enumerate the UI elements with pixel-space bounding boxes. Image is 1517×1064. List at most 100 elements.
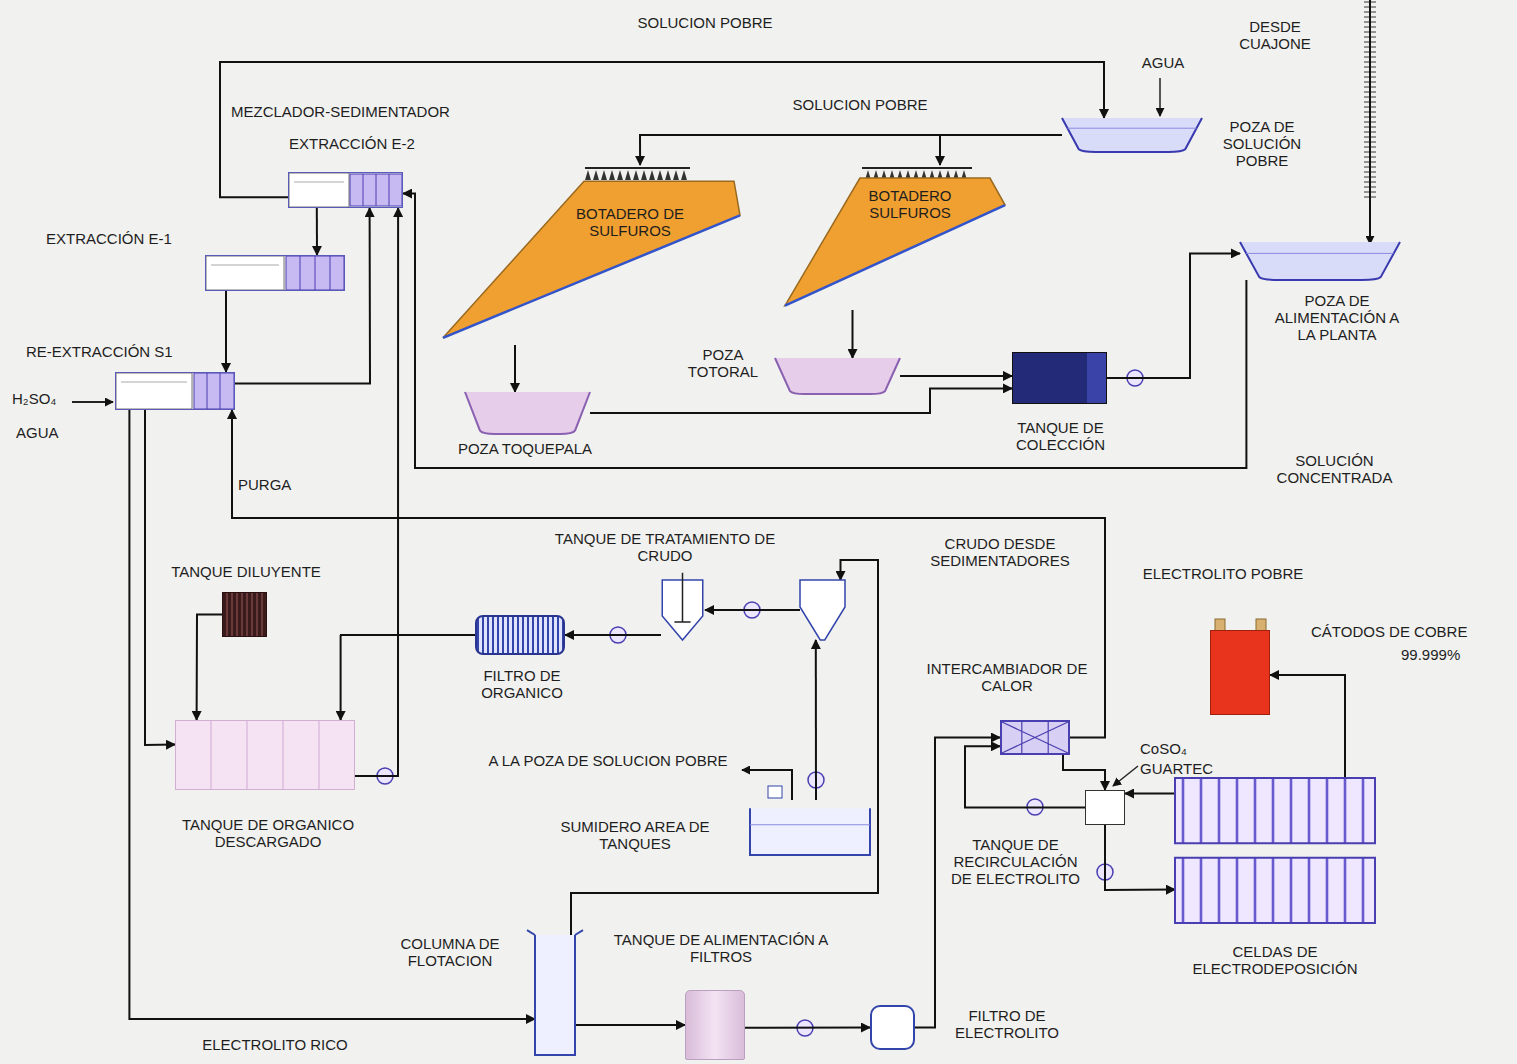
process-unit: INTERCAMBIADOR DE CALOR <box>1000 720 1070 755</box>
unit-label: MEZCLADOR-SEDIMENTADOR <box>231 103 491 120</box>
unit-shape <box>750 808 870 855</box>
unit-outline <box>1240 242 1400 280</box>
unit-label: TANQUE DE RECIRCULACIÓN DE ELECTROLITO <box>948 836 1083 887</box>
process-unit: TANQUE DE TRATAMIENTO DE CRUDO <box>660 580 705 640</box>
process-unit: BOTADERO DE SULFUROS <box>440 165 740 345</box>
unit-label: BOTADERO DE SULFUROS <box>560 205 700 239</box>
flow-line <box>514 345 516 392</box>
stream-note: H₂SO₄ <box>12 390 72 407</box>
process-unit: BOTADERO SULFUROS <box>785 165 1010 310</box>
unit-label: TANQUE DILUYENTE <box>161 563 331 580</box>
stream-note: AGUA <box>1138 54 1188 71</box>
unit-label: SUMIDERO AREA DE TANQUES <box>535 818 735 852</box>
stream-label: SOLUCION POBRE <box>760 96 960 113</box>
process-unit: CÁTODOS DE COBRE99.999% <box>1210 630 1270 715</box>
flow-line <box>640 135 1062 165</box>
flow-line <box>1105 825 1175 890</box>
process-unit: TANQUE DE RECIRCULACIÓN DE ELECTROLITO <box>1085 790 1125 825</box>
process-unit: POZA TOQUEPALA <box>465 392 590 434</box>
unit-label: CELDAS DE ELECTRODEPOSICIÓN <box>1175 943 1375 977</box>
flow-line <box>403 194 1246 468</box>
unit-outline <box>1175 778 1375 923</box>
unit-label: EXTRACCIÓN E-2 <box>289 135 439 152</box>
unit-label: BOTADERO SULFUROS <box>860 187 960 221</box>
unit-shape <box>785 178 1005 306</box>
stream-note: CoSO₄ <box>1140 740 1210 757</box>
process-unit: TANQUE DE COLECCIÓN <box>1012 352 1107 404</box>
process-unit: FILTRO DE ELECTROLITO <box>870 1005 915 1050</box>
flow-line <box>815 640 817 800</box>
unit-outline <box>775 358 900 394</box>
unit-outline <box>1002 722 1068 753</box>
unit-label: RE-EXTRACCIÓN S1 <box>26 343 186 360</box>
unit-outline <box>535 935 575 1055</box>
process-unit: CRUDO DESDE SEDIMENTADORES <box>800 580 845 640</box>
unit-shape <box>674 573 690 622</box>
process-unit: SUMIDERO AREA DE TANQUES <box>750 800 870 855</box>
stream-label: SOLUCIÓN CONCENTRADA <box>1262 452 1407 486</box>
unit-outline <box>440 165 740 345</box>
flow-line <box>235 208 370 383</box>
stream-note: DESDE CUAJONE <box>1225 18 1325 52</box>
flow-line <box>940 135 1062 165</box>
process-unit: POZA DE SOLUCIÓN POBRE <box>1062 118 1202 152</box>
process-unit: COLUMNA DE FLOTACION <box>535 935 575 1055</box>
process-unit: POZA DE ALIMENTACIÓN A LA PLANTA <box>1240 242 1400 280</box>
unit-label: CÁTODOS DE COBRE <box>1311 623 1511 640</box>
stream-note: AGUA <box>16 424 76 441</box>
flow-line <box>705 609 800 611</box>
flow-line <box>197 615 222 721</box>
unit-label: TANQUE DE ORGANICO DESCARGADO <box>168 816 368 850</box>
flow-line <box>1107 253 1240 378</box>
unit-shape <box>1002 722 1068 753</box>
unit-shape <box>465 392 590 434</box>
unit-shape <box>1068 128 1197 129</box>
process-unit: TANQUE DILUYENTE <box>222 592 267 637</box>
flow-line <box>316 208 318 255</box>
stream-label: ELECTROLITO RICO <box>175 1036 375 1053</box>
process-unit: TANQUE DE ORGANICO DESCARGADO <box>175 720 355 790</box>
unit-label: POZA DE SOLUCIÓN POBRE <box>1212 118 1312 169</box>
process-unit: RE-EXTRACCIÓN S1 <box>115 372 235 410</box>
unit-shape <box>775 358 900 394</box>
unit-label: FILTRO DE ORGANICO <box>467 667 577 701</box>
unit-label: POZA TOQUEPALA <box>440 440 610 457</box>
stream-note: GUARTEC <box>1140 760 1220 777</box>
unit-shape <box>535 935 575 1055</box>
flow-line <box>900 375 1012 377</box>
unit-shape <box>1246 253 1393 254</box>
unit-outline <box>800 580 845 640</box>
unit-label: TANQUE DE TRATAMIENTO DE CRUDO <box>535 530 795 564</box>
process-unit: MEZCLADOR-SEDIMENTADOREXTRACCIÓN E-2 <box>288 172 403 208</box>
process-unit: CELDAS DE ELECTRODEPOSICIÓN <box>1175 778 1375 923</box>
unit-label: TANQUE DE ALIMENTACIÓN A FILTROS <box>611 931 831 965</box>
flow-line <box>129 410 535 1020</box>
stream-label: SOLUCION POBRE <box>600 14 810 31</box>
unit-outline <box>660 580 705 640</box>
flow-line <box>355 208 398 776</box>
flow-line <box>852 310 854 358</box>
flow-line <box>220 62 1104 197</box>
unit-label: 99.999% <box>1401 646 1501 663</box>
process-unit: FILTRO DE ORGANICO <box>475 615 565 655</box>
unit-shape <box>443 181 740 338</box>
unit-label: POZA DE ALIMENTACIÓN A LA PLANTA <box>1272 292 1402 343</box>
unit-label: COLUMNA DE FLOTACION <box>385 935 515 969</box>
process-unit: EXTRACCIÓN E-1 <box>205 255 345 291</box>
unit-label: CRUDO DESDE SEDIMENTADORES <box>915 535 1085 569</box>
flow-line <box>145 410 175 745</box>
unit-label: EXTRACCIÓN E-1 <box>46 230 196 247</box>
unit-shape <box>1062 118 1202 152</box>
flow-line <box>965 746 1085 807</box>
flow-line <box>745 1027 870 1029</box>
stream-note: PURGA <box>238 476 298 493</box>
flow-line <box>571 560 878 935</box>
unit-outline <box>785 165 1010 310</box>
stream-note: A LA POZA DE SOLUCION POBRE <box>488 752 728 769</box>
unit-shape <box>527 930 583 935</box>
unit-outline <box>465 392 590 434</box>
flow-line <box>565 634 660 635</box>
flow-line <box>1063 755 1105 790</box>
